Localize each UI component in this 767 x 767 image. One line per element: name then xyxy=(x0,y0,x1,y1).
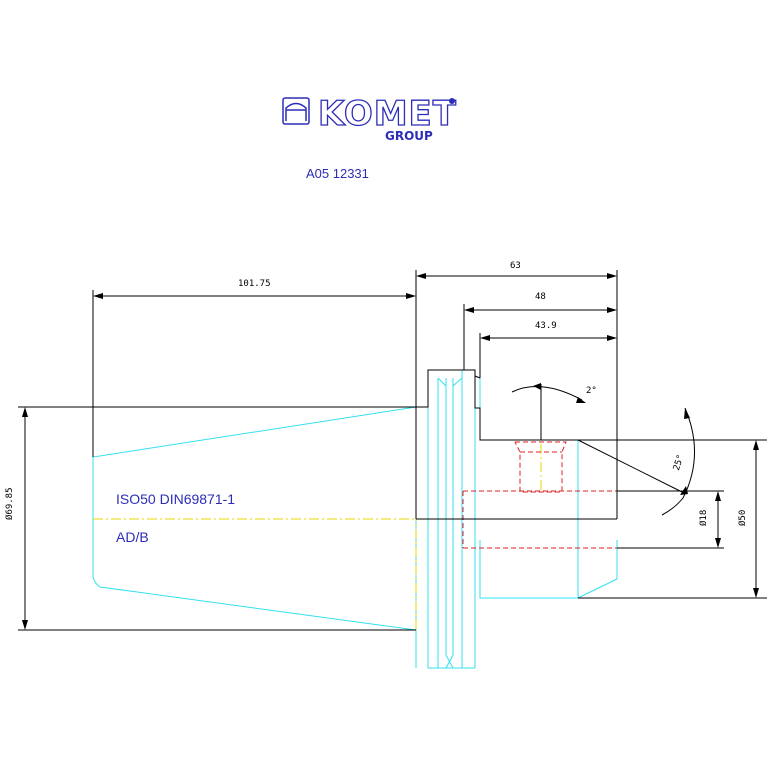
dim-label-48: 48 xyxy=(535,292,546,302)
spec-form: AD/B xyxy=(116,529,149,545)
dim-label-dia-18: Ø18 xyxy=(698,510,709,526)
dim-angle-2: 2° xyxy=(511,383,597,440)
dim-label-43-9: 43.9 xyxy=(535,321,557,331)
dim-label-angle-25: 25° xyxy=(672,453,687,472)
dim-label-101-75: 101.75 xyxy=(238,279,271,289)
komet-logo: KOMET GROUP xyxy=(282,93,457,143)
dim-dia-taper: Ø69.85 xyxy=(4,406,416,631)
dim-length-taper: 101.75 xyxy=(92,279,416,457)
thread-bore xyxy=(462,441,617,549)
logo-group: GROUP xyxy=(385,129,433,143)
part-number: A05 12331 xyxy=(306,166,369,181)
dim-label-dia-69-85: Ø69.85 xyxy=(4,487,15,520)
dim-label-dia-50: Ø50 xyxy=(737,510,748,526)
dim-label-63: 63 xyxy=(510,261,521,271)
dim-dia-bore: Ø18 xyxy=(617,490,724,549)
dim-label-angle-2: 2° xyxy=(586,386,597,396)
spec-standard: ISO50 DIN69871-1 xyxy=(116,491,235,507)
dim-length-48: 48 xyxy=(463,292,617,370)
logo-brand: KOMET xyxy=(318,94,457,134)
dim-length-63: 63 xyxy=(415,261,618,440)
registered-mark-icon xyxy=(449,98,455,104)
dim-angle-25: 25° xyxy=(577,407,767,516)
dim-dia-body: Ø50 xyxy=(578,440,767,599)
section-outline xyxy=(415,369,618,520)
dim-length-43-9: 43.9 xyxy=(479,321,617,378)
komet-logo-icon xyxy=(282,97,310,125)
